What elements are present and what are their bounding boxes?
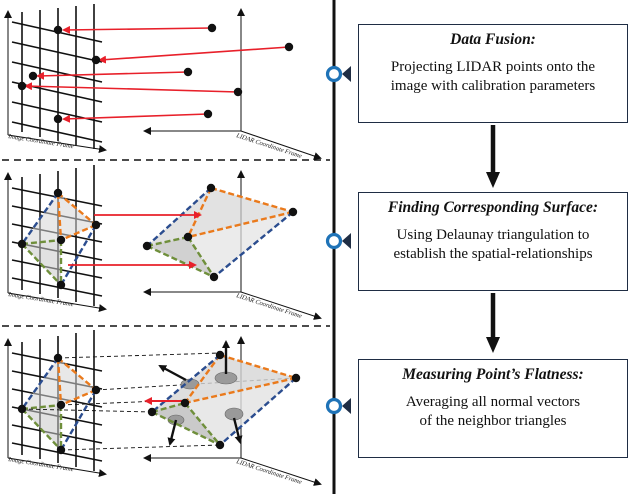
timeline-marker-3	[325, 397, 351, 415]
step-box-data-fusion: Data Fusion: Projecting LIDAR points ont…	[358, 24, 628, 123]
step-desc-line: Averaging all normal vectors	[405, 394, 581, 410]
image-grid-1	[11, 4, 103, 149]
points-1	[17, 23, 294, 124]
step-box-point-flatness: Measuring Point’s Flatness: Averaging al…	[358, 359, 628, 458]
step-desc-line: Using Delaunay triangulation to	[396, 227, 590, 243]
step-desc-line: of the neighbor triangles	[419, 413, 567, 429]
step-desc-corresponding-surface: Using Delaunay triangulation to establis…	[359, 226, 627, 264]
step-desc-line: establish the spatial-relationships	[393, 246, 593, 262]
lidar-frame-label-2: LIDAR Coordinate Frame	[234, 292, 302, 320]
step-title-corresponding-surface: Finding Corresponding Surface:	[387, 199, 599, 216]
timeline-marker-2	[325, 232, 351, 250]
step-box-corresponding-surface: Finding Corresponding Surface: Using Del…	[358, 192, 628, 291]
panel-flatness: Image Coordinate Frame LIDAR Coordinate …	[4, 330, 322, 486]
image-mesh-3	[21, 357, 98, 451]
image-axes-1	[4, 10, 107, 154]
step-title-data-fusion: Data Fusion:	[450, 31, 536, 48]
panel-data-fusion: Image Coordinate Frame LIDAR Coordinate …	[4, 4, 322, 160]
step-desc-line: Projecting LIDAR points onto the	[390, 59, 596, 75]
points-2	[17, 183, 298, 290]
image-axes-3	[4, 338, 107, 477]
points-3	[17, 350, 301, 455]
image-axes-2	[4, 172, 107, 312]
lidar-mesh-2	[146, 186, 294, 279]
normal-vectors	[158, 340, 243, 446]
image-mesh-2	[21, 192, 98, 286]
lidar-frame-label-3: LIDAR Coordinate Frame	[234, 458, 302, 486]
timeline-marker-1	[325, 65, 351, 83]
lidar-axes-1	[143, 8, 322, 160]
correspondence-arrows	[68, 211, 202, 269]
step-desc-line: image with calibration parameters	[390, 78, 596, 94]
step-title-point-flatness: Measuring Point’s Flatness:	[402, 366, 584, 383]
panel-triangulation: Image Coordinate Frame LIDAR Coordinate …	[4, 165, 322, 320]
projection-arrows	[24, 25, 290, 123]
step-desc-data-fusion: Projecting LIDAR points onto the image w…	[359, 58, 627, 96]
step-desc-point-flatness: Averaging all normal vectors of the neig…	[359, 393, 627, 431]
lidar-frame-label-1: LIDAR Coordinate Frame	[234, 132, 302, 160]
